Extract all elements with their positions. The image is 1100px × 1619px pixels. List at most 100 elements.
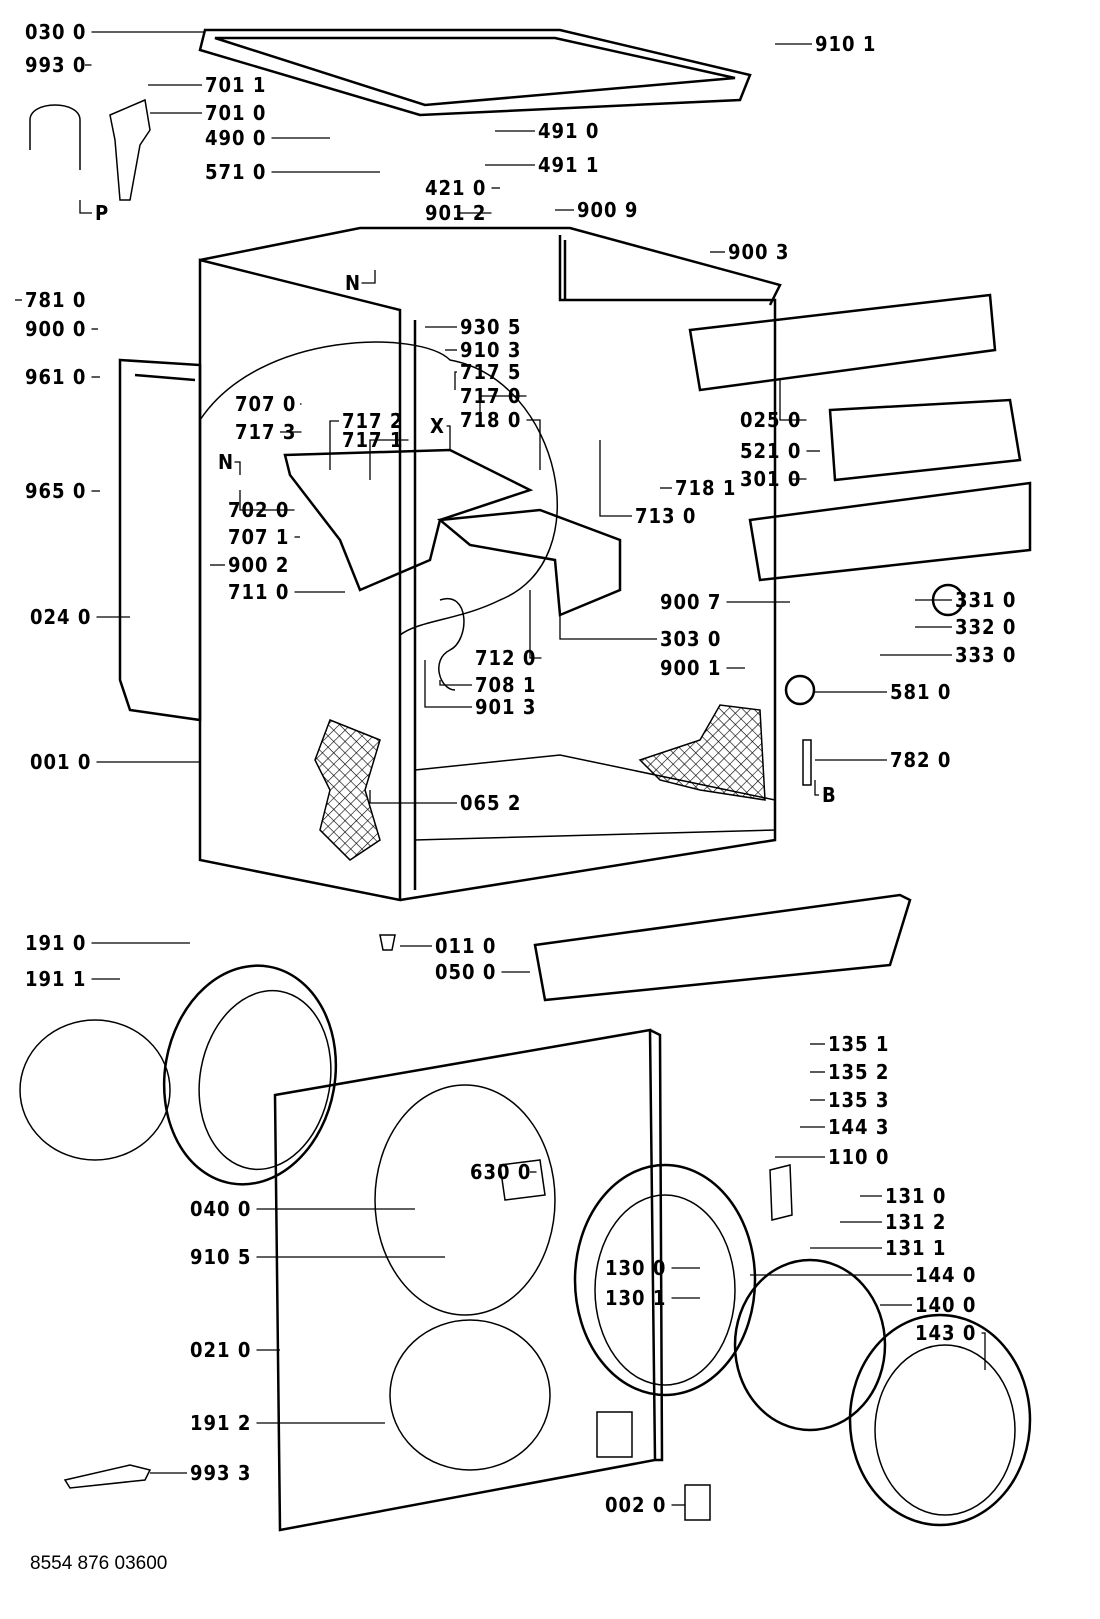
document-code: 8554 876 03600 <box>30 1553 168 1574</box>
inlet-valve-701 <box>109 98 151 201</box>
drawer-712-303 <box>436 508 622 617</box>
part-label-135-1: 135 1 <box>828 1032 890 1056</box>
part-label-712-0: 712 0 <box>475 646 537 670</box>
door-seal-inner <box>198 989 332 1171</box>
part-label-025-0: 025 0 <box>740 408 802 432</box>
part-label-717-1: 717 1 <box>342 428 404 452</box>
circuit-board-521 <box>828 398 1022 482</box>
leader-line <box>479 395 527 420</box>
part-label-P: P <box>95 201 110 225</box>
part-label-131-1: 131 1 <box>885 1236 947 1260</box>
part-label-910-3: 910 3 <box>460 338 522 362</box>
part-label-X: X <box>430 414 445 438</box>
part-label-930-5: 930 5 <box>460 315 522 339</box>
door-seal-191 <box>162 964 338 1186</box>
part-label-965-0: 965 0 <box>25 479 87 503</box>
part-label-130-0: 130 0 <box>605 1256 667 1280</box>
leader-lines <box>15 31 986 1506</box>
part-label-131-2: 131 2 <box>885 1210 947 1234</box>
part-label-993-3: 993 3 <box>190 1461 252 1485</box>
door-rim-inner <box>874 1344 1016 1516</box>
part-label-301-0: 301 0 <box>740 467 802 491</box>
leader-line <box>79 200 92 214</box>
part-label-303-0: 303 0 <box>660 627 722 651</box>
leader-line <box>814 780 819 796</box>
part-label-065-2: 065 2 <box>460 791 522 815</box>
part-label-707-1: 707 1 <box>228 525 290 549</box>
part-label-781-0: 781 0 <box>25 288 87 312</box>
part-label-701-0: 701 0 <box>205 101 267 125</box>
rod-782 <box>802 739 812 786</box>
part-label-910-5: 910 5 <box>190 1245 252 1269</box>
part-label-135-3: 135 3 <box>828 1088 890 1112</box>
leader-line <box>446 425 451 450</box>
side-insulation-left <box>314 719 381 861</box>
part-label-571-0: 571 0 <box>205 160 267 184</box>
part-label-961-0: 961 0 <box>25 365 87 389</box>
door-seal-wire-191-2 <box>389 1319 551 1471</box>
part-label-718-1: 718 1 <box>675 476 737 500</box>
top-lid <box>198 28 752 117</box>
part-label-333-0: 333 0 <box>955 643 1017 667</box>
leader-line <box>559 610 657 640</box>
part-label-901-2: 901 2 <box>425 201 487 225</box>
part-label-001-0: 001 0 <box>30 750 92 774</box>
knob-331 <box>931 583 965 617</box>
part-label-702-0: 702 0 <box>228 498 290 522</box>
part-label-900-2: 900 2 <box>228 553 290 577</box>
rear-panel-024 <box>118 358 202 722</box>
part-label-718-0: 718 0 <box>460 408 522 432</box>
porthole-opening <box>374 1084 556 1316</box>
cover-002 <box>684 1484 711 1521</box>
base-frame <box>414 754 776 841</box>
fascia-301 <box>748 481 1032 582</box>
part-label-135-2: 135 2 <box>828 1060 890 1084</box>
leader-line <box>981 1332 986 1370</box>
leader-line <box>369 439 409 480</box>
leader-line <box>424 660 472 708</box>
leader-line <box>239 490 295 511</box>
leader-line <box>779 380 807 421</box>
part-label-782-0: 782 0 <box>890 748 952 772</box>
leader-line <box>369 790 457 804</box>
part-label-144-3: 144 3 <box>828 1115 890 1139</box>
part-label-131-0: 131 0 <box>885 1184 947 1208</box>
handle-110 <box>769 1164 793 1221</box>
part-label-900-1: 900 1 <box>660 656 722 680</box>
part-label-002-0: 002 0 <box>605 1493 667 1517</box>
kickplate-050 <box>533 893 912 1002</box>
door-rim-143 <box>848 1313 1032 1527</box>
part-label-N: N <box>345 271 362 295</box>
cabinet-cutaway <box>199 341 558 636</box>
leader-line <box>529 590 542 659</box>
part-label-421-0: 421 0 <box>425 176 487 200</box>
door-glass-140 <box>733 1258 887 1432</box>
foot-011 <box>379 934 396 951</box>
part-label-144-0: 144 0 <box>915 1263 977 1287</box>
part-label-110-0: 110 0 <box>828 1145 890 1169</box>
part-label-707-0: 707 0 <box>235 392 297 416</box>
leader-line <box>439 680 472 686</box>
part-label-N: N <box>218 450 235 474</box>
part-label-143-0: 143 0 <box>915 1321 977 1345</box>
part-label-901-3: 901 3 <box>475 695 537 719</box>
part-label-581-0: 581 0 <box>890 680 952 704</box>
part-label-490-0: 490 0 <box>205 126 267 150</box>
dispenser-711 <box>283 448 534 592</box>
door-frame-144 <box>573 1163 757 1397</box>
leader-line <box>599 440 632 517</box>
leader-line <box>329 420 339 470</box>
part-label-713-0: 713 0 <box>635 504 697 528</box>
leader-line <box>361 270 376 284</box>
wrench-993-3 <box>63 1464 152 1489</box>
part-label-140-0: 140 0 <box>915 1293 977 1317</box>
part-label-900-7: 900 7 <box>660 590 722 614</box>
part-label-030-0: 030 0 <box>25 20 87 44</box>
part-label-011-0: 011 0 <box>435 934 497 958</box>
part-label-331-0: 331 0 <box>955 588 1017 612</box>
hose-708 <box>438 597 465 691</box>
part-label-900-9: 900 9 <box>577 198 639 222</box>
part-label-521-0: 521 0 <box>740 439 802 463</box>
hose-connector-993 <box>29 104 81 170</box>
